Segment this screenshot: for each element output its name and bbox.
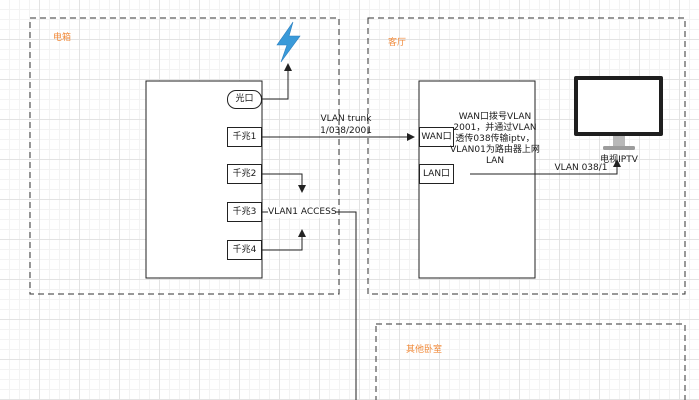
port-router-wan: WAN口 bbox=[419, 127, 454, 147]
port-gig3: 千兆3 bbox=[227, 202, 262, 222]
port-gig1: 千兆1 bbox=[227, 127, 262, 147]
port-fiber-label: 光口 bbox=[235, 94, 254, 104]
region-living-room bbox=[367, 17, 686, 295]
port-gig2-label: 千兆2 bbox=[232, 168, 257, 179]
monitor-icon bbox=[574, 76, 663, 150]
region-other-rooms bbox=[375, 323, 686, 400]
port-fiber: 光口 bbox=[227, 90, 262, 109]
port-gig3-label: 千兆3 bbox=[232, 206, 257, 217]
port-gig4: 千兆4 bbox=[227, 240, 262, 260]
edge-gig3-other-rooms bbox=[262, 211, 357, 400]
edge-fiber-uplink bbox=[262, 63, 292, 100]
port-gig4-label: 千兆4 bbox=[232, 244, 257, 255]
edge-gig4-access bbox=[262, 229, 306, 251]
edge-label-trunk-line1: VLAN trunk bbox=[320, 114, 372, 124]
port-gig1-label: 千兆1 bbox=[232, 131, 257, 142]
edge-lan-tv bbox=[470, 159, 621, 175]
port-router-lan: LAN口 bbox=[419, 164, 454, 184]
wan-config-note: WAN口拨号VLAN 2001，并通过VLAN透传038传输iptv，VLAN0… bbox=[450, 112, 540, 166]
region-distribution-box bbox=[29, 17, 340, 295]
edge-label-trunk-line2: 1/038/2001 bbox=[320, 126, 372, 136]
lightning-icon bbox=[276, 21, 301, 63]
port-router-wan-label: WAN口 bbox=[421, 131, 452, 142]
region-title-other-rooms: 其他卧室 bbox=[406, 345, 443, 355]
port-router-lan-label: LAN口 bbox=[422, 168, 451, 179]
region-title-distribution-box: 电箱 bbox=[53, 33, 72, 43]
region-title-living-room: 客厅 bbox=[388, 38, 407, 48]
edge-label-access: VLAN1 ACCESS bbox=[268, 207, 337, 219]
tv-label: 电视IPTV bbox=[600, 155, 638, 165]
port-gig2: 千兆2 bbox=[227, 164, 262, 184]
edge-gig2-access bbox=[262, 173, 306, 193]
edge-label-iptv-vlan: VLAN 038/1 bbox=[554, 163, 608, 173]
